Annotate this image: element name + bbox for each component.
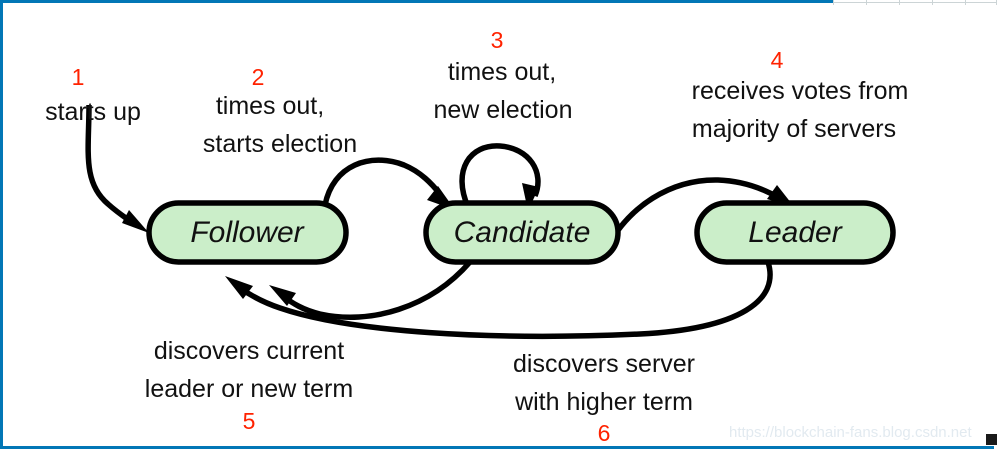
transition-caption-5-line-1: discovers current (154, 337, 344, 365)
candidate-label: Candidate (454, 216, 591, 249)
state-node-candidate[interactable]: Candidate (423, 200, 621, 265)
transition-caption-2-line-1: times out, (216, 92, 324, 120)
frame-top-border (0, 0, 833, 3)
follower-label: Follower (190, 216, 304, 249)
selection-handle[interactable] (986, 434, 997, 445)
edge-follower-to-candidate (322, 157, 455, 210)
ruler-tick (965, 0, 966, 5)
edge-candidate-to-follower (269, 260, 473, 320)
frame-bottom-border (0, 446, 994, 449)
transition-caption-3-line-2: new election (434, 96, 573, 124)
transition-label-4: 4 receives votes from majority of server… (692, 47, 909, 143)
transition-caption-6-line-1: discovers server (513, 350, 695, 378)
transition-caption-5-line-2: leader or new term (145, 375, 353, 403)
leader-label: Leader (748, 216, 842, 249)
watermark-label: https://blockchain-fans.blog.csdn.net (729, 424, 972, 441)
transition-number-1: 1 (72, 64, 85, 90)
ruler-strip (833, 2, 997, 3)
transition-number-3: 3 (491, 27, 504, 53)
candidate-pill (423, 200, 621, 265)
transition-caption-6-line-2: with higher term (514, 388, 693, 416)
transition-number-2: 2 (252, 64, 265, 90)
ruler-tick (899, 0, 900, 5)
ruler-tick (866, 0, 867, 5)
ruler-tick (932, 0, 933, 5)
transition-label-6: discovers server with higher term 6 (513, 350, 695, 446)
transition-caption-2-line-2: starts election (203, 130, 357, 158)
transition-caption-1-line-1: starts up (45, 98, 141, 126)
leader-pill (694, 200, 896, 265)
edge-candidate-self-loop (459, 143, 541, 211)
state-node-leader[interactable]: Leader (694, 200, 896, 265)
transition-label-1: 1 starts up (45, 64, 141, 126)
transition-caption-4-line-2: majority of servers (692, 115, 896, 143)
transition-caption-3-line-1: times out, (448, 58, 556, 86)
transition-number-6: 6 (598, 420, 611, 446)
transition-label-5: discovers current leader or new term 5 (145, 337, 353, 434)
transition-number-4: 4 (771, 47, 784, 73)
transition-number-5: 5 (243, 408, 256, 434)
ruler-tick (833, 0, 834, 5)
frame-left-border (0, 0, 3, 446)
edge-start-to-follower (85, 104, 149, 233)
follower-pill (146, 200, 349, 265)
transition-label-3: 3 times out, new election (434, 27, 573, 124)
state-node-follower[interactable]: Follower (146, 200, 349, 265)
transition-caption-4-line-1: receives votes from (692, 77, 909, 105)
transition-label-2: 2 times out, starts election (203, 64, 357, 158)
edge-leader-to-follower (225, 261, 773, 340)
